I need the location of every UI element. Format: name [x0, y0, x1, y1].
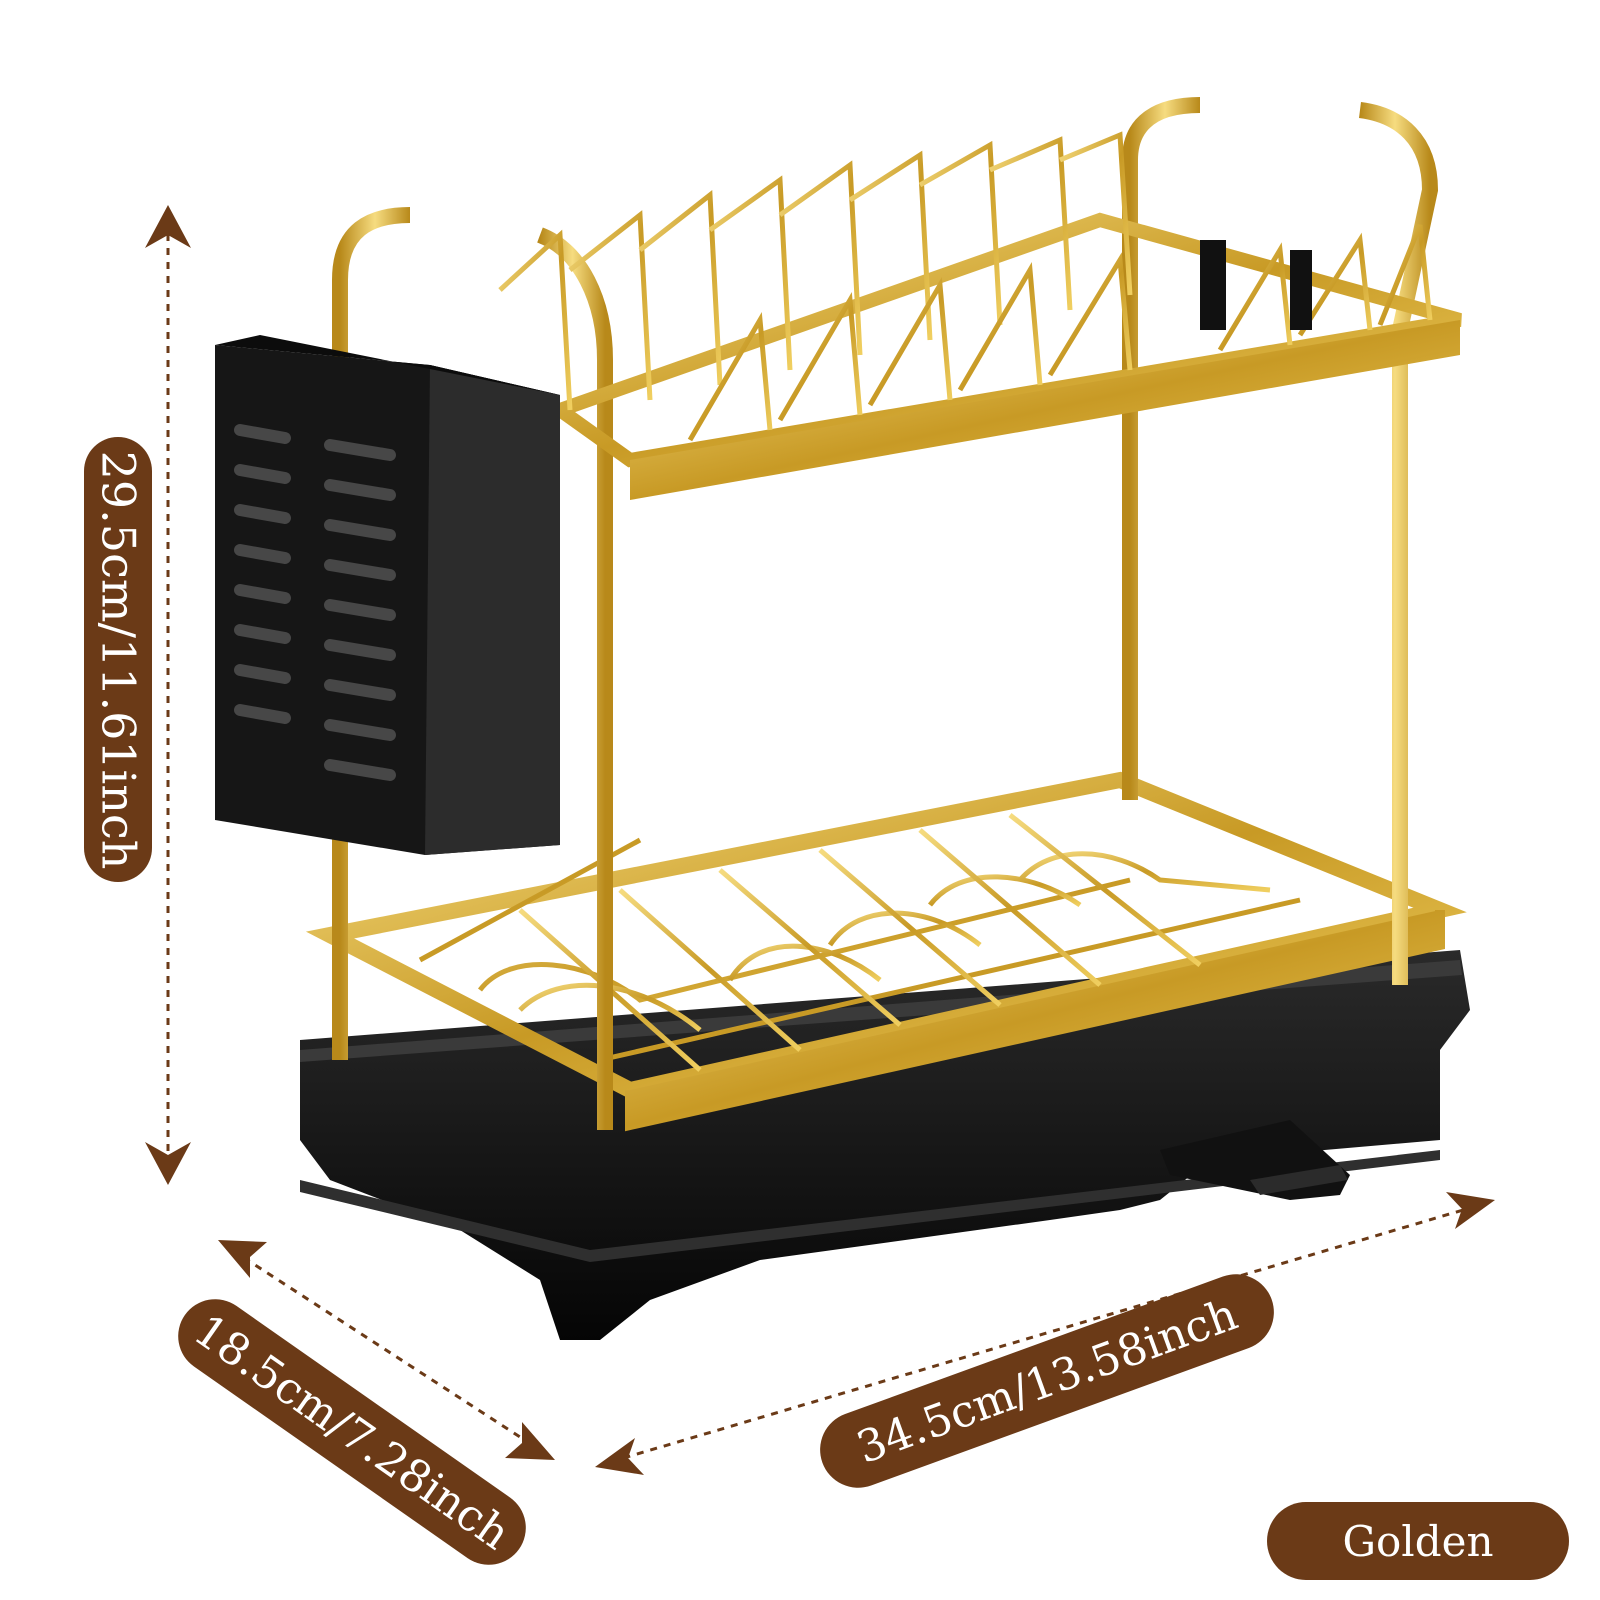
hook-clip — [1200, 240, 1226, 330]
hook-clip — [1290, 250, 1312, 330]
height-dimension-label: 29.5cm/11.61inch — [84, 437, 152, 882]
drain-spout — [1160, 1120, 1350, 1200]
width-dimension-arrow — [595, 1192, 1495, 1475]
depth-dimension-arrow — [218, 1240, 555, 1460]
upper-rack — [498, 131, 1462, 500]
height-dimension-text: 29.5cm/11.61inch — [91, 450, 145, 869]
color-variant-tag: Golden — [1267, 1502, 1569, 1580]
height-dimension-arrow — [145, 205, 191, 1185]
rack-frame — [332, 97, 1439, 1130]
utensil-holder — [215, 335, 560, 855]
